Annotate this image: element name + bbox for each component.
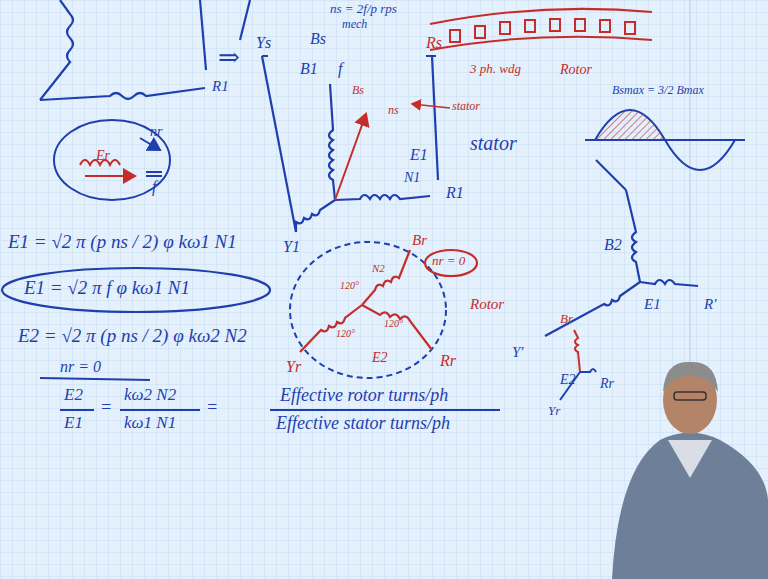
board-label: f — [338, 60, 342, 78]
board-label: 120° — [384, 318, 403, 329]
board-label: R1 — [446, 184, 464, 202]
board-label: E2 — [64, 386, 83, 405]
board-label: E1 — [64, 414, 83, 433]
board-label: B2 — [604, 236, 622, 254]
board-label: R1 — [212, 78, 229, 95]
board-label: Bsmax = 3/2 Bmax — [612, 84, 704, 97]
board-label: Rotor — [470, 296, 504, 313]
board-label: mech — [342, 18, 367, 31]
board-label: f — [152, 178, 156, 196]
board-label: E1 = √2 π (p ns / 2) φ kω1 N1 — [8, 232, 237, 253]
board-label: = — [100, 398, 112, 418]
board-label: N1 — [404, 170, 420, 185]
board-label: Rs — [426, 34, 442, 52]
board-label: Effective rotor turns/ph — [280, 386, 448, 406]
board-label: E1 = √2 π f φ kω1 N1 — [24, 278, 190, 299]
board-label: Ys — [256, 34, 271, 52]
board-label: nr = 0 — [60, 358, 101, 376]
board-label: N2 — [372, 262, 385, 274]
board-label: R' — [704, 296, 716, 313]
board-label: B1 — [300, 60, 318, 78]
board-label: nr = 0 — [432, 254, 465, 268]
board-label: 120° — [340, 280, 359, 291]
board-label: Bs — [310, 30, 326, 48]
board-label: Bs — [352, 84, 364, 97]
board-label: E2 — [560, 372, 576, 387]
board-label: Er — [96, 148, 110, 163]
board-label: Br — [560, 312, 573, 326]
board-label: E1 — [410, 146, 428, 164]
board-label: stator — [470, 132, 517, 154]
board-label: E1 — [644, 296, 661, 313]
board-label: 3 ph. wdg — [470, 62, 521, 76]
board-label: Y' — [512, 344, 524, 361]
board-label: Y1 — [283, 238, 300, 256]
board-label: stator — [452, 100, 480, 113]
board-label: Rotor — [560, 62, 592, 77]
board-label: Yr — [548, 404, 560, 418]
board-label: kω2 N2 — [124, 386, 176, 405]
board-label: ⇒ — [218, 44, 240, 73]
board-label: Effective stator turns/ph — [276, 414, 450, 434]
board-label: Rr — [600, 376, 614, 391]
board-label: nr — [150, 124, 162, 139]
board-label: E2 — [372, 350, 388, 365]
board-label: E2 = √2 π (p ns / 2) φ kω2 N2 — [18, 326, 247, 347]
board-label: Br — [412, 232, 427, 249]
board-label: 120° — [336, 328, 355, 339]
board-label: kω1 N1 — [124, 414, 176, 433]
board-label: ns = 2f/p rps — [330, 2, 397, 16]
lecturer-figure — [612, 362, 768, 579]
board-label: = — [206, 398, 218, 418]
board-label: Rr — [440, 352, 456, 370]
board-label: Yr — [286, 358, 301, 376]
board-label: ns — [388, 104, 399, 117]
